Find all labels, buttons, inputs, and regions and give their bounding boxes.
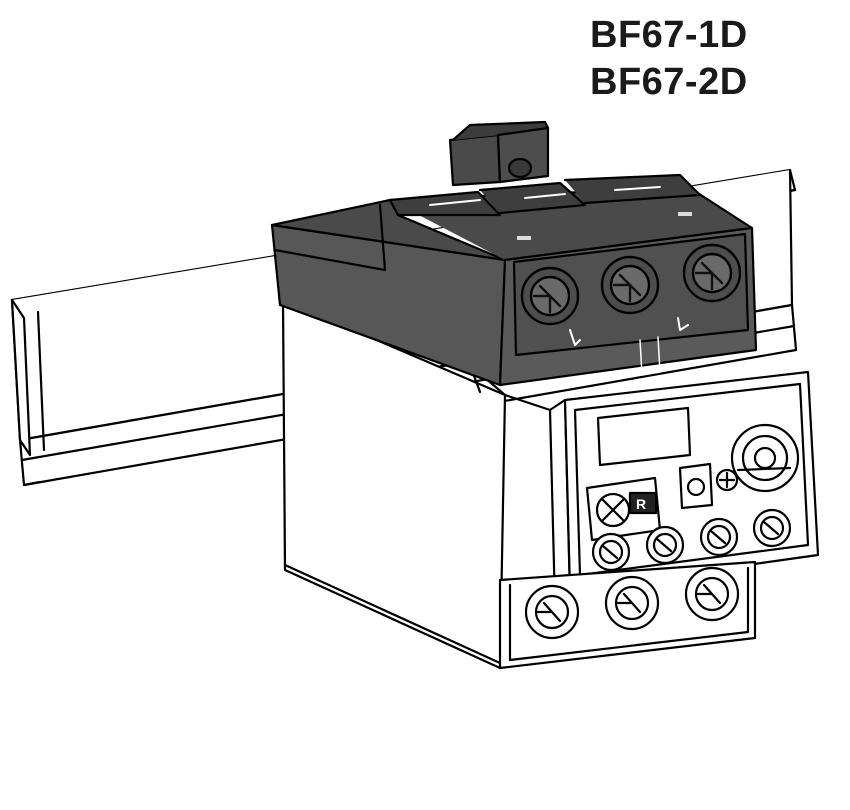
upper-terminal-2: [600, 255, 660, 315]
control-terminal-4: [752, 508, 792, 548]
control-terminals: [591, 508, 792, 572]
lower-terminal-2: [604, 575, 660, 631]
upper-terminal-3: [682, 243, 742, 303]
upper-terminal-1: [520, 266, 580, 326]
reset-mark: R: [636, 496, 646, 512]
control-terminal-2: [645, 525, 685, 565]
current-adjust-dial: [730, 423, 800, 493]
model-label-1d: BF67-1D: [590, 14, 748, 56]
label-window: [596, 406, 692, 467]
reset-button: R: [585, 476, 662, 542]
model-label-2d: BF67-2D: [590, 61, 748, 103]
upper-terminals: [520, 243, 742, 326]
control-terminal-3: [699, 517, 739, 557]
lower-terminal-1: [524, 584, 580, 640]
control-terminal-1: [591, 532, 631, 572]
lower-terminal-block: [498, 560, 757, 670]
front-panel: R: [548, 370, 820, 607]
model-labels: BF67-1D BF67-2D: [590, 12, 748, 106]
lower-terminal-3: [684, 566, 740, 622]
test-button: [678, 462, 739, 510]
